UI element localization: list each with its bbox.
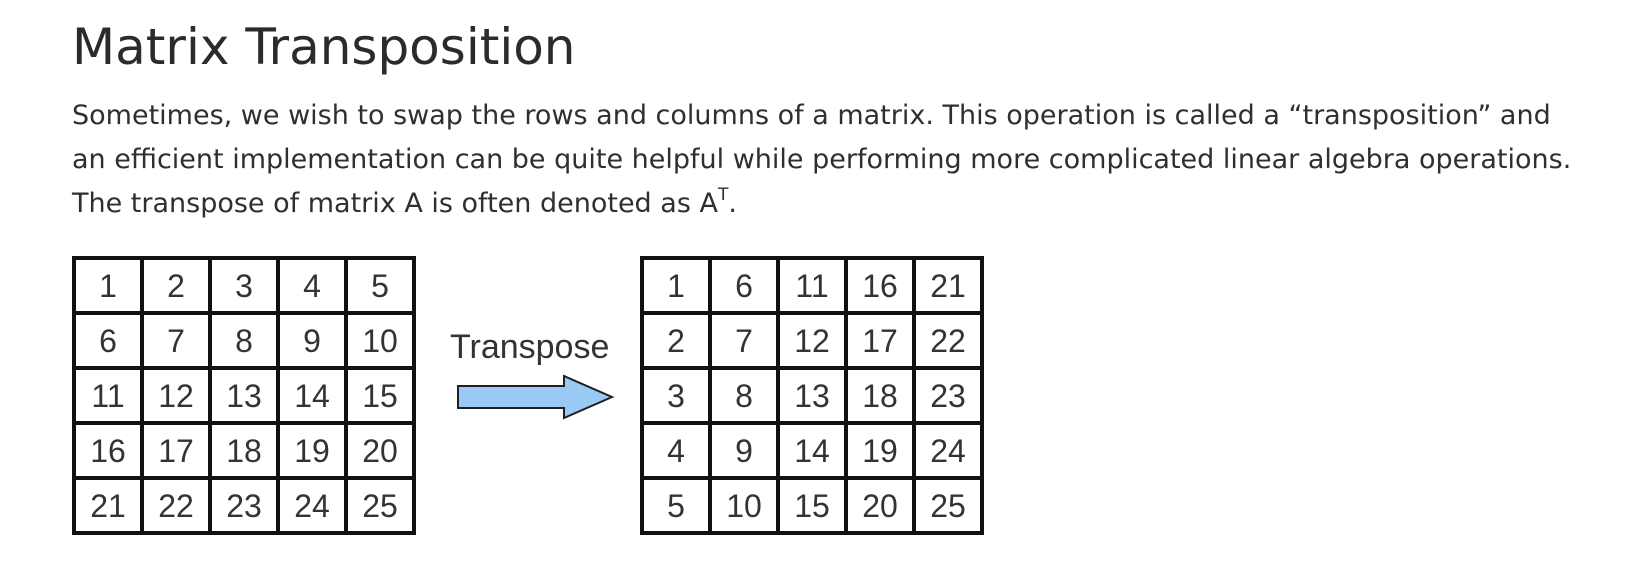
matrix-cell: 24 [276,476,348,535]
matrix-a-transposed: 1 6 11 16 21 2 7 12 17 22 3 8 13 18 23 4… [640,256,984,535]
matrix-cell: 20 [344,421,416,480]
matrix-cell: 17 [140,421,212,480]
matrix-cell: 21 [912,256,984,315]
page-title: Matrix Transposition [72,18,576,76]
matrix-cell: 7 [708,311,780,370]
matrix-cell: 3 [640,366,712,425]
matrix-cell: 24 [912,421,984,480]
matrix-cell: 25 [344,476,416,535]
matrix-cell: 2 [640,311,712,370]
matrix-cell: 7 [140,311,212,370]
matrix-cell: 13 [776,366,848,425]
matrix-cell: 11 [776,256,848,315]
matrix-cell: 4 [276,256,348,315]
paragraph-text: Sometimes, we wish to swap the rows and … [72,100,1572,219]
matrix-cell: 14 [276,366,348,425]
arrow-right-icon [457,374,615,420]
matrix-cell: 1 [72,256,144,315]
matrix-cell: 22 [140,476,212,535]
matrix-cell: 1 [640,256,712,315]
matrix-row: 16 17 18 19 20 [72,421,416,480]
matrix-cell: 15 [344,366,416,425]
transpose-figure: 1 2 3 4 5 6 7 8 9 10 11 12 13 14 15 16 1… [72,256,1012,548]
matrix-cell: 9 [276,311,348,370]
matrix-cell: 4 [640,421,712,480]
matrix-cell: 23 [208,476,280,535]
matrix-cell: 21 [72,476,144,535]
matrix-cell: 16 [72,421,144,480]
matrix-cell: 25 [912,476,984,535]
matrix-cell: 17 [844,311,916,370]
matrix-row: 11 12 13 14 15 [72,366,416,425]
matrix-cell: 6 [708,256,780,315]
matrix-cell: 10 [344,311,416,370]
matrix-cell: 20 [844,476,916,535]
arrow-shape [457,374,615,420]
matrix-cell: 19 [276,421,348,480]
transpose-superscript: T [717,185,729,205]
matrix-cell: 11 [72,366,144,425]
matrix-cell: 12 [140,366,212,425]
matrix-row: 2 7 12 17 22 [640,311,984,370]
matrix-cell: 12 [776,311,848,370]
matrix-cell: 15 [776,476,848,535]
matrix-cell: 10 [708,476,780,535]
matrix-cell: 2 [140,256,212,315]
matrix-cell: 3 [208,256,280,315]
matrix-cell: 5 [344,256,416,315]
matrix-a: 1 2 3 4 5 6 7 8 9 10 11 12 13 14 15 16 1… [72,256,416,535]
matrix-row: 1 6 11 16 21 [640,256,984,315]
matrix-cell: 8 [708,366,780,425]
matrix-cell: 6 [72,311,144,370]
matrix-cell: 5 [640,476,712,535]
matrix-cell: 18 [844,366,916,425]
paragraph-end: . [728,188,737,219]
matrix-cell: 13 [208,366,280,425]
matrix-row: 1 2 3 4 5 [72,256,416,315]
intro-paragraph: Sometimes, we wish to swap the rows and … [72,94,1572,226]
matrix-cell: 14 [776,421,848,480]
matrix-cell: 23 [912,366,984,425]
matrix-cell: 18 [208,421,280,480]
matrix-row: 5 10 15 20 25 [640,476,984,535]
transpose-label: Transpose [450,328,610,366]
matrix-cell: 16 [844,256,916,315]
matrix-row: 21 22 23 24 25 [72,476,416,535]
matrix-cell: 22 [912,311,984,370]
matrix-cell: 19 [844,421,916,480]
matrix-row: 4 9 14 19 24 [640,421,984,480]
matrix-row: 6 7 8 9 10 [72,311,416,370]
matrix-cell: 8 [208,311,280,370]
matrix-cell: 9 [708,421,780,480]
matrix-row: 3 8 13 18 23 [640,366,984,425]
